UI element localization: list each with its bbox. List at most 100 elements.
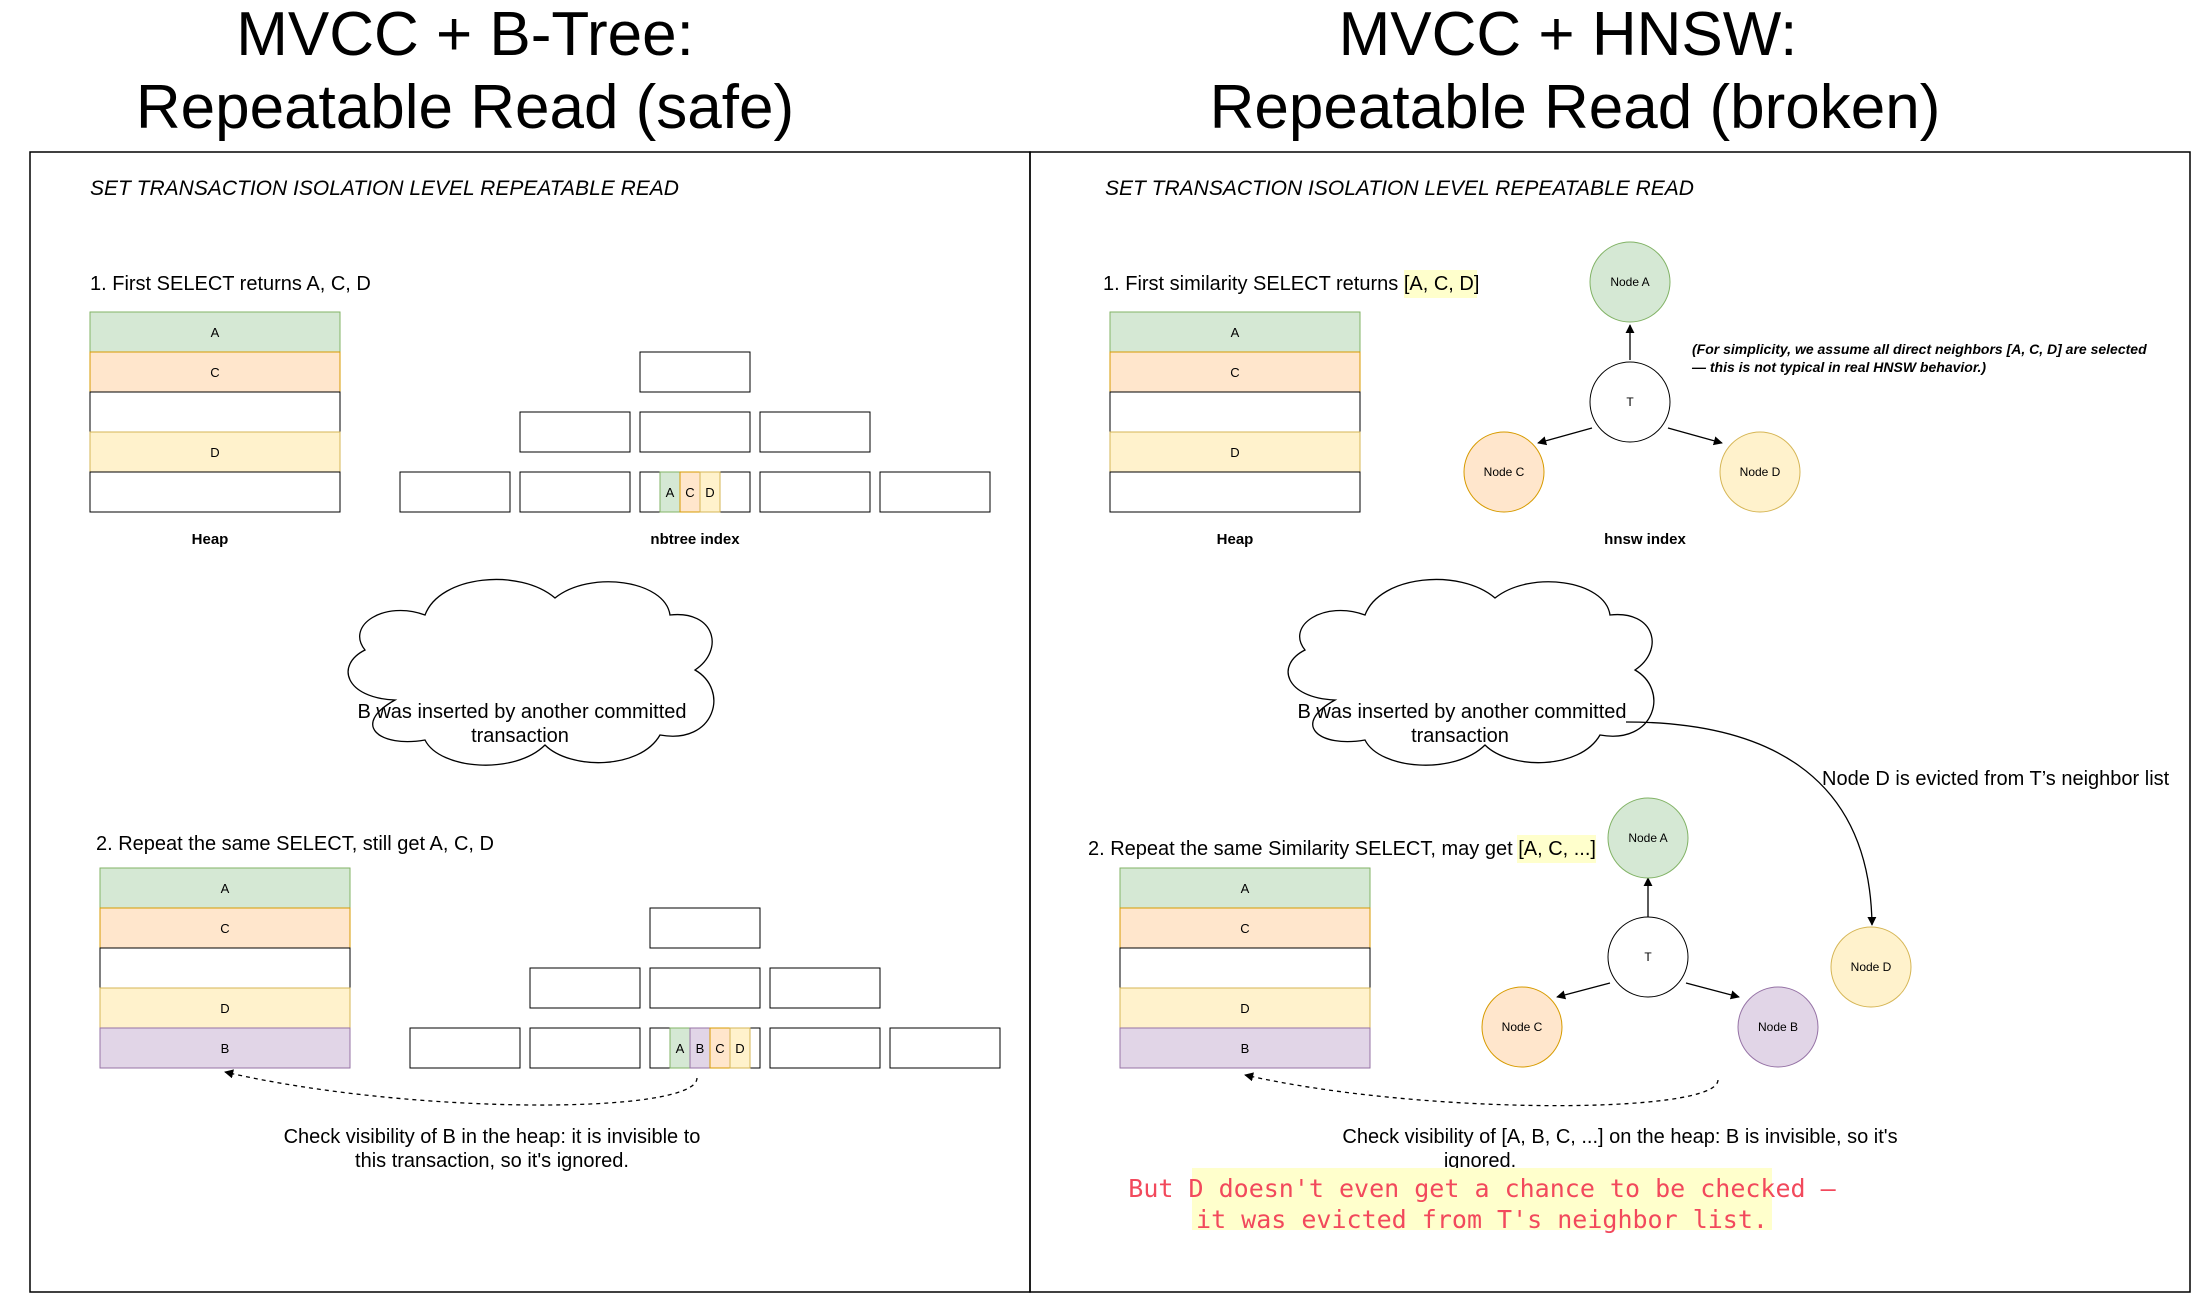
node-c-label: Node C [1484,465,1525,479]
heap-row-empty [89,471,341,513]
right-step2-highlight-bg [1517,835,1596,863]
edge-t-to-c [1556,982,1611,1000]
node-d-evicted-label: Node D [1851,960,1892,974]
btree-leaf [879,471,991,513]
node-d [1719,431,1801,513]
btree-internal [649,967,761,1009]
heap-row-c-label: C [210,365,219,380]
right-step1-label: 1. First similarity SELECT returns [A, C… [1103,273,1479,295]
heap-row-a-label: A [1231,325,1240,340]
right-step2-prefix: 2. Repeat the same Similarity SELECT, ma… [1088,838,1518,860]
node-a [1589,241,1671,323]
node-d-label: Node D [1740,465,1781,479]
leaf-entry-a-label: A [676,1041,685,1056]
left-cloud-line2: transaction [471,725,569,747]
btree-internal [769,967,881,1009]
leaf-entry-b-label: B [696,1041,705,1056]
left-step2-label: 2. Repeat the same SELECT, still get A, … [96,833,494,855]
heap-row-d-label: D [220,1001,229,1016]
right-step1-prefix: 1. First similarity SELECT returns [1103,273,1404,295]
heap-row-d [1119,987,1371,1029]
heap-row-d [1109,431,1361,473]
left-heap-caption-1: Heap [192,531,229,548]
leaf-entry-d [729,1027,751,1069]
right-sql-statement: SET TRANSACTION ISOLATION LEVEL REPEATAB… [1105,177,1694,200]
heap-row-empty [89,391,341,433]
btree-leaf [889,1027,1001,1069]
node-a-label: Node A [1628,831,1667,845]
edge-t-to-b [1685,982,1740,1000]
node-b-label: Node B [1758,1020,1798,1034]
leaf-entry-a-label: A [666,485,675,500]
node-t [1589,361,1671,443]
heap-row-d-label: D [210,445,219,460]
heap-row-d [99,987,351,1029]
leaf-entry-d-label: D [705,485,714,500]
heap-row-b-label: B [221,1041,230,1056]
heap-row-a-label: A [221,881,230,896]
node-c [1481,986,1563,1068]
heap-row-c-label: C [1230,365,1239,380]
btree-leaf [409,1027,521,1069]
left-step1-label: 1. First SELECT returns A, C, D [90,273,371,295]
right-step2-label: 2. Repeat the same Similarity SELECT, ma… [1088,838,1596,860]
right-simplicity-note-line2: — this is not typical in real HNSW behav… [1691,359,1986,375]
right-simplicity-note-line1: (For simplicity, we assume all direct ne… [1692,341,2147,357]
btree-root [639,351,751,393]
warning-line1: But D doesn't even get a chance to be ch… [1128,1174,1836,1203]
node-t-label: T [1626,395,1634,409]
leaf-entry-c-label: C [685,485,694,500]
node-t [1607,916,1689,998]
eviction-label: Node D is evicted from T’s neighbor list [1822,768,2170,790]
right-cloud-line1: B was inserted by another committed [1297,701,1626,723]
left-title-line1: MVCC + B-Tree: [236,0,694,69]
heap-row-c [99,907,351,949]
right-title-line1: MVCC + HNSW: [1339,0,1798,69]
heap-row-d-label: D [1240,1001,1249,1016]
btree-internal [759,411,871,453]
right-check-line1: Check visibility of [A, B, C, ...] on th… [1342,1126,1897,1148]
node-t-label: T [1644,950,1652,964]
btree-leaf [769,1027,881,1069]
heap-row-b-label: B [1241,1041,1250,1056]
left-index-caption-1: nbtree index [650,531,740,548]
left-cloud [347,578,715,766]
node-c [1463,431,1545,513]
heap-row-a-label: A [211,325,220,340]
heap-row-empty [1119,947,1371,989]
heap-row-c-label: C [1240,921,1249,936]
btree-leaf [399,471,511,513]
heap-row-b [1119,1027,1371,1069]
heap-row-c-label: C [220,921,229,936]
btree-leaf [529,1027,641,1069]
right-heap-caption-1: Heap [1217,531,1254,548]
heap-row-d-label: D [1230,445,1239,460]
warning-line2: it was evicted from T's neighbor list. [1196,1205,1768,1234]
edge-t-to-c [1537,427,1593,446]
right-step2-highlight: [A, C, ...] [1518,838,1596,860]
leaf-entry-c-label: C [715,1041,724,1056]
node-d-evicted [1830,926,1912,1008]
leaf-entry-d-label: D [735,1041,744,1056]
right-visibility-check-arrow [1244,1072,1719,1107]
btree-internal [519,411,631,453]
left-heap-2: A C D B [99,867,351,1069]
btree-root [649,907,761,949]
heap-row-empty [1109,391,1361,433]
right-title-line2: Repeatable Read (broken) [1210,73,1941,142]
right-panel [1029,151,2191,1293]
right-cloud-line2: transaction [1411,725,1509,747]
heap-row-empty [1109,471,1361,513]
left-check-line1: Check visibility of B in the heap: it is… [284,1126,701,1148]
heap-row-a [1119,867,1371,909]
node-a-label: Node A [1610,275,1649,289]
edge-t-to-d [1667,427,1723,446]
heap-row-a [89,311,341,353]
left-btree-2: A B C D [409,907,1001,1069]
left-title-line2: Repeatable Read (safe) [136,73,794,142]
right-cloud [1287,578,1655,766]
btree-internal [639,411,751,453]
heap-row-b [99,1027,351,1069]
node-b [1737,986,1819,1068]
